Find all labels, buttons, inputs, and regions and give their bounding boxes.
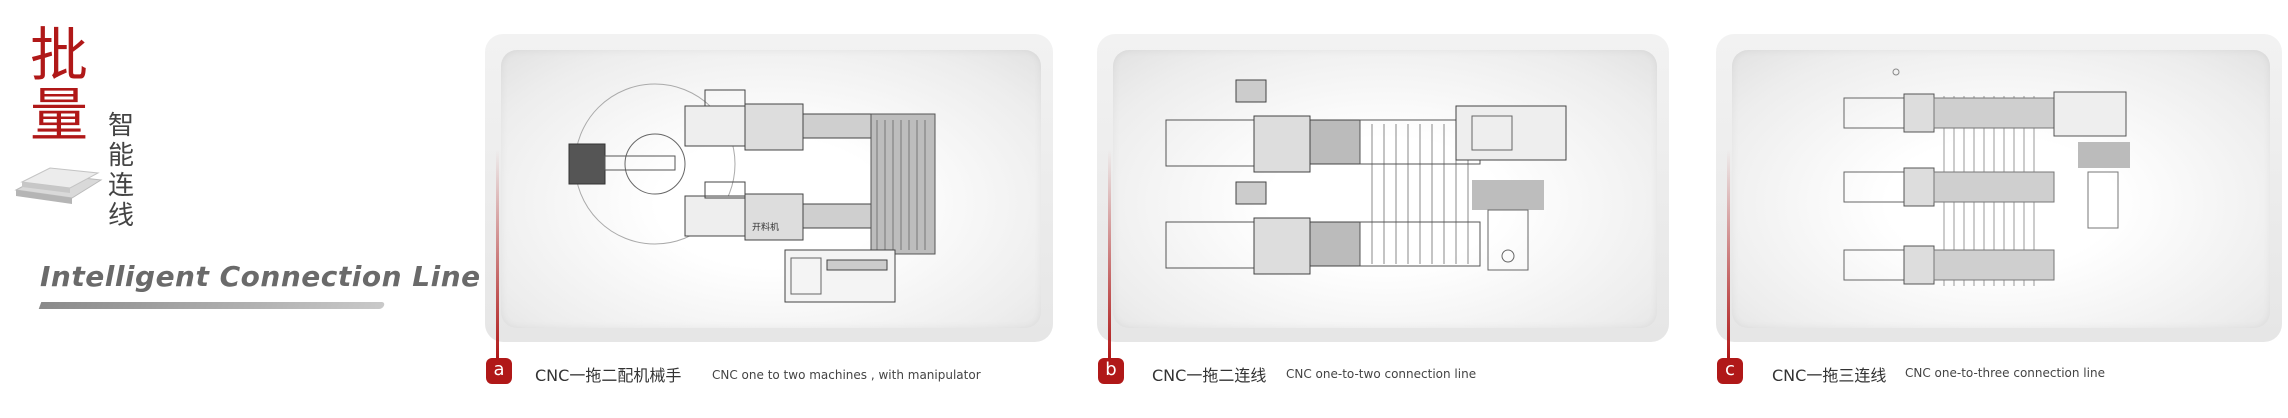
panel-b-layout-drawing	[1165, 79, 1567, 275]
stacked-panels-icon	[14, 167, 103, 204]
panel-c-red-line	[1727, 150, 1730, 358]
panel-a-annotation: 开料机	[752, 223, 780, 233]
title-char-1: 批	[30, 21, 89, 89]
panel-b-drawing-area	[1113, 50, 1657, 328]
subtitle-char-4: 线	[108, 201, 135, 231]
panel-c-layout-drawing	[1843, 68, 2130, 286]
panel-a-drawing-area	[501, 50, 1041, 328]
panel-c-caption-zh: CNC一拖三连线	[1772, 366, 1887, 385]
panel-a-caption-en: CNC one to two machines , with manipulat…	[712, 368, 981, 382]
panel-a	[485, 34, 1053, 342]
panel-c-caption-en: CNC one-to-three connection line	[1905, 366, 2105, 380]
title-char-2: 量	[30, 81, 89, 149]
panel-a-badge: a	[486, 358, 512, 384]
title-underline	[38, 302, 386, 309]
panel-b-caption-zh: CNC一拖二连线	[1152, 366, 1267, 385]
panel-c-badge: c	[1717, 358, 1743, 384]
panel-b	[1097, 34, 1669, 342]
panel-b-badge: b	[1098, 358, 1124, 384]
subtitle-char-1: 智	[108, 111, 135, 141]
subtitle-char-3: 连	[108, 171, 135, 201]
panel-a-red-line	[496, 150, 499, 358]
panel-a-caption-zh: CNC一拖二配机械手	[535, 366, 682, 385]
subtitle-char-2: 能	[108, 141, 135, 171]
panel-b-caption-en: CNC one-to-two connection line	[1286, 367, 1477, 381]
panel-b-red-line	[1108, 150, 1111, 358]
panel-a-layout-drawing	[568, 83, 936, 303]
english-title: Intelligent Connection Line	[40, 260, 481, 293]
